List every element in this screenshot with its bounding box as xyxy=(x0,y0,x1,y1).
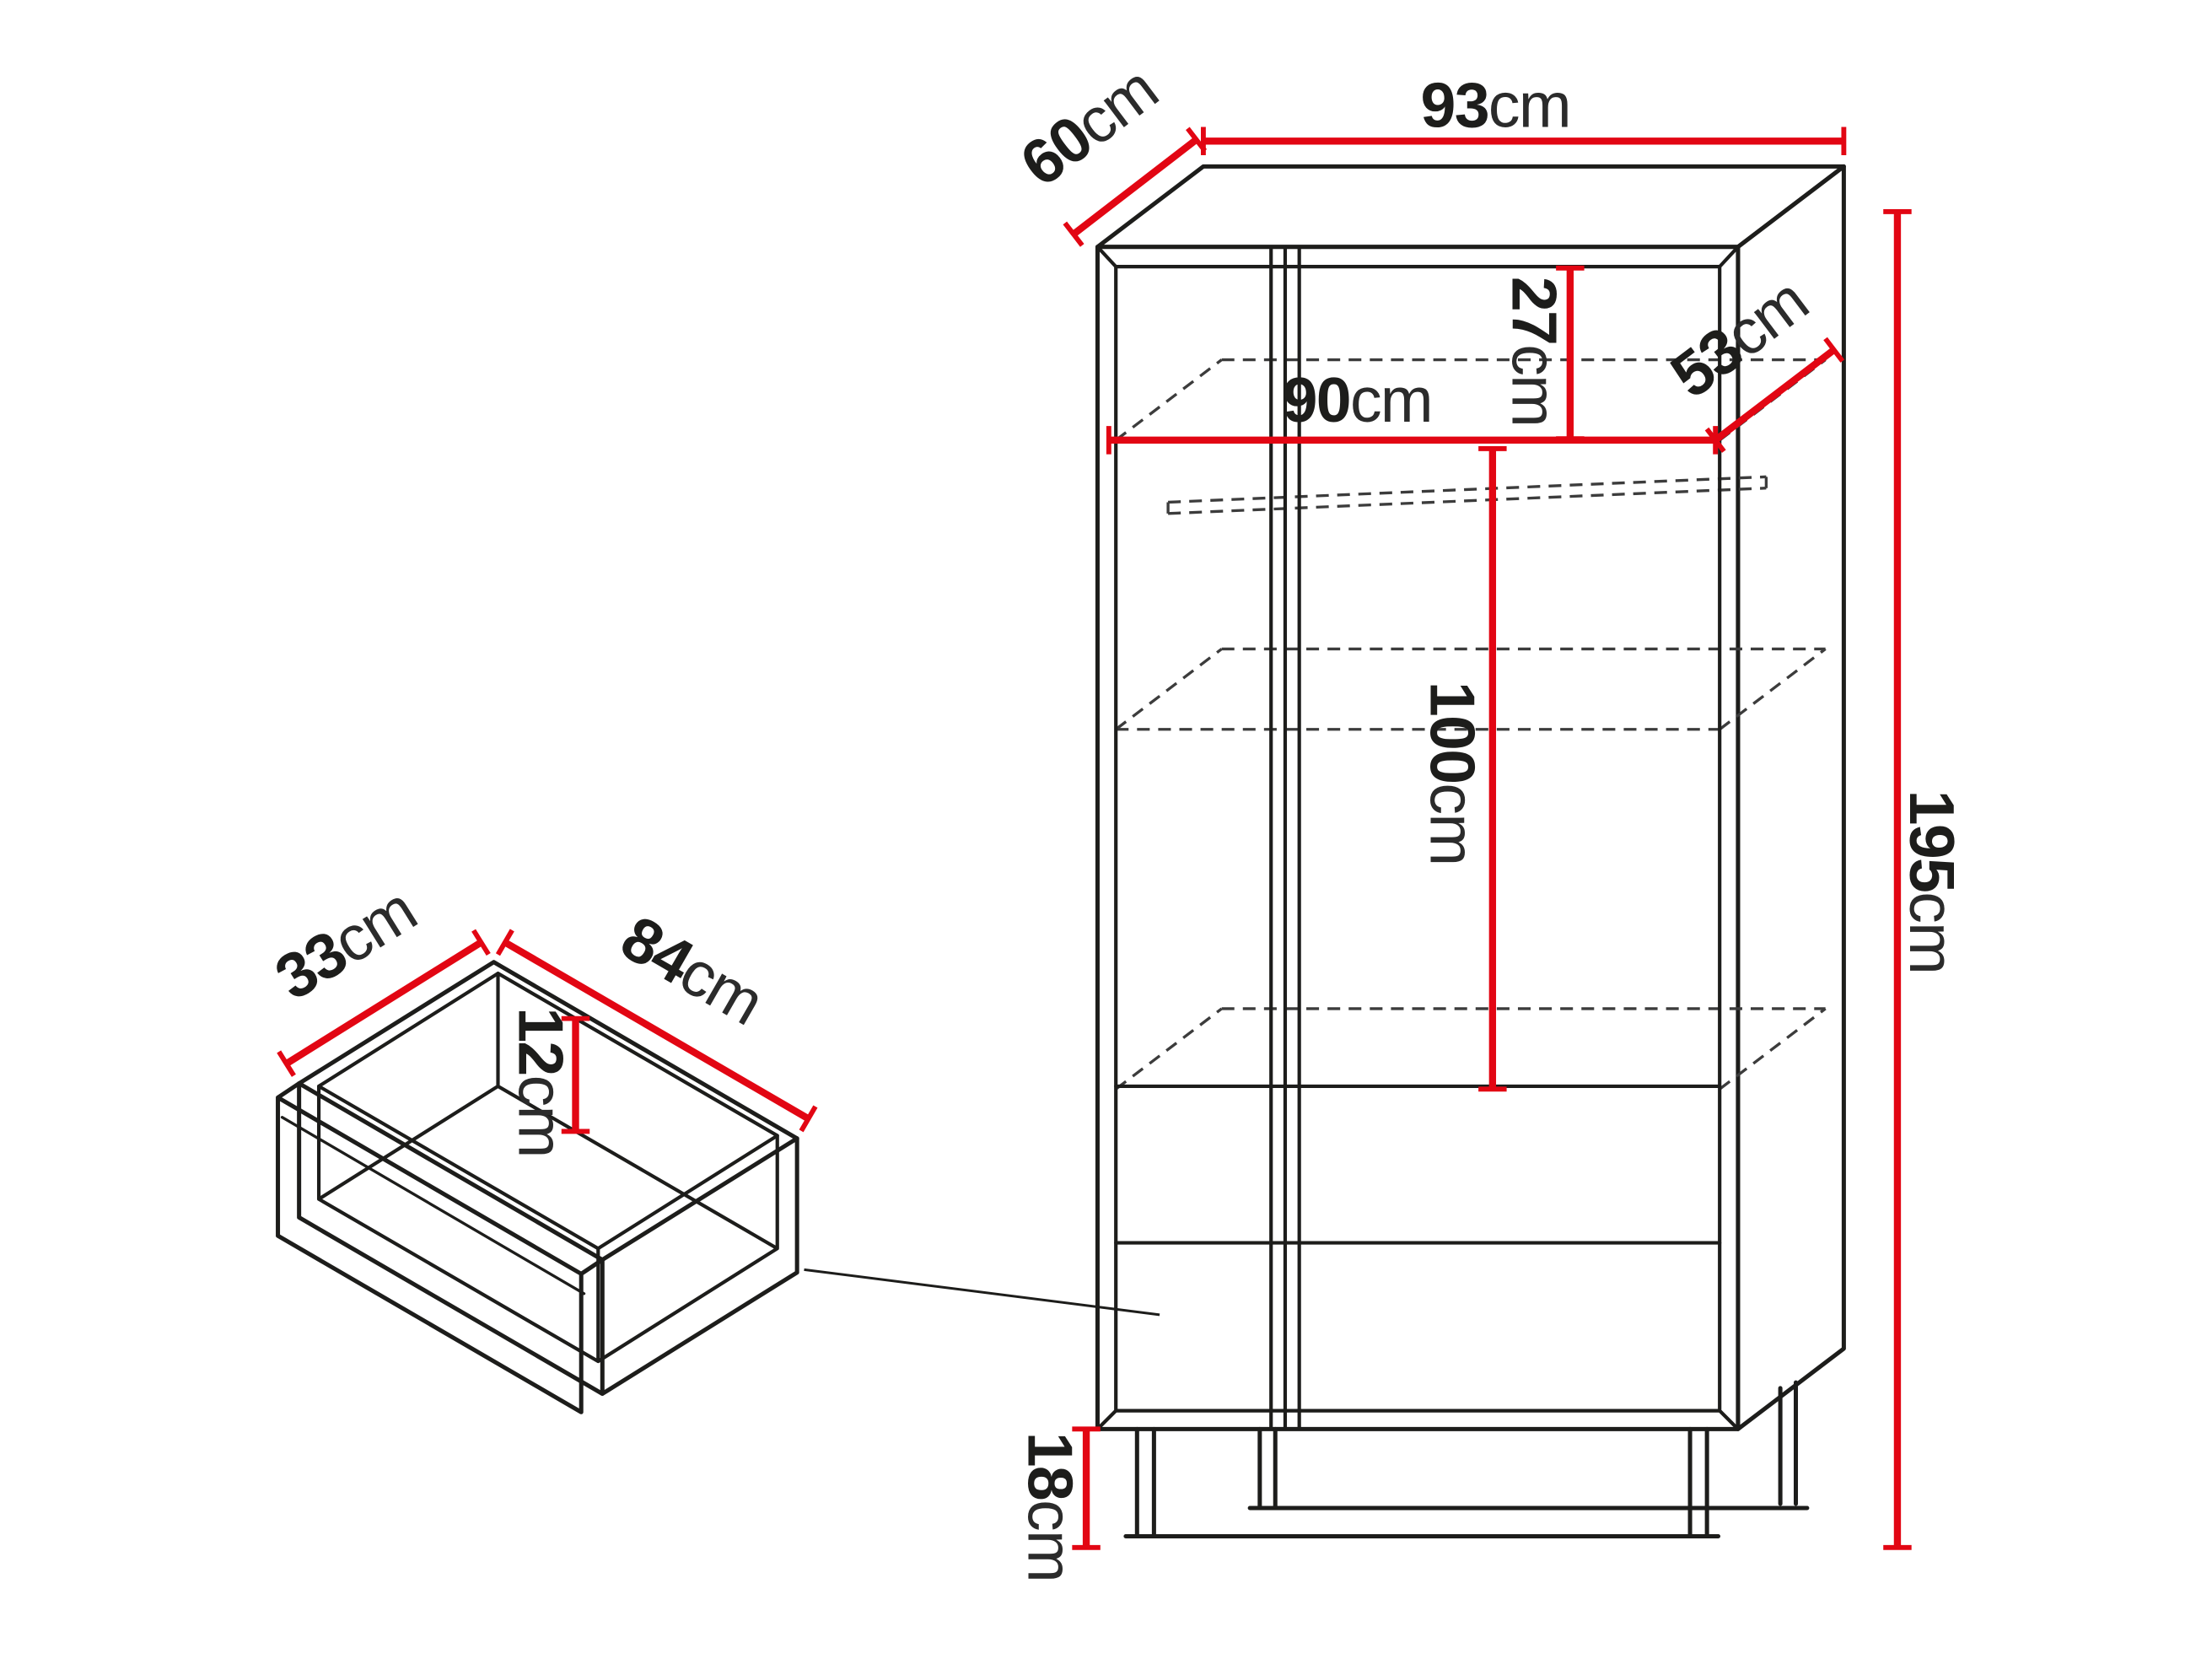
wardrobe-drawing xyxy=(1095,164,1846,1431)
dimension-line-84 xyxy=(495,929,818,1133)
dimension-line-53 xyxy=(1704,337,1845,453)
label-width-top: 93cm xyxy=(1421,70,1570,141)
drawer-pointer-line xyxy=(804,1268,1160,1317)
label-upper-shelf-height: 27cm xyxy=(1499,277,1569,426)
dimension-line-33 xyxy=(277,929,491,1077)
dimension-lines xyxy=(277,127,1912,1550)
label-drawer-height: 12cm xyxy=(506,1007,577,1156)
wardrobe-legs xyxy=(1123,1380,1810,1538)
drawer-outer-walls xyxy=(297,1081,799,1397)
hanging-rail xyxy=(1166,475,1768,515)
label-total-height: 195cm xyxy=(1897,790,1967,974)
dimension-line-60 xyxy=(1063,127,1208,247)
front-inner-frame xyxy=(1095,245,1741,1431)
wardrobe-top-face xyxy=(1095,164,1846,250)
hidden-middle-shelf xyxy=(1115,647,1827,731)
hidden-bottom-shelf xyxy=(1115,1007,1827,1091)
label-legs-height: 18cm xyxy=(1015,1432,1085,1581)
legs-and-rails xyxy=(1123,1380,1810,1538)
drawer-front-lines xyxy=(1114,1084,1722,1245)
drawer-front-groove xyxy=(280,1116,586,1295)
drawer-front-panel xyxy=(276,1081,605,1414)
label-hanging-space-height: 100cm xyxy=(1417,681,1488,865)
label-interior-width: 90cm xyxy=(1283,364,1432,435)
